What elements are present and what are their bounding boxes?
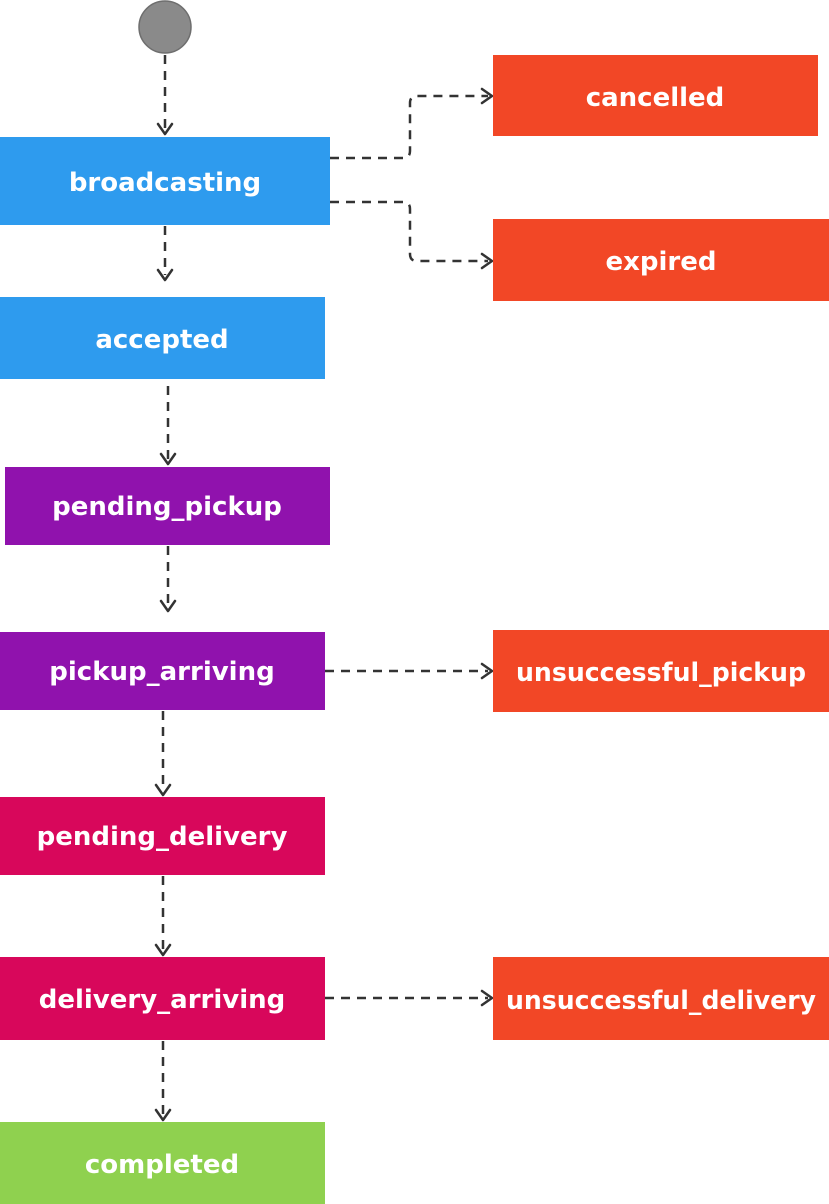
arrowhead	[480, 252, 494, 270]
state-label: delivery_arriving	[39, 985, 286, 1015]
state-cancelled[interactable]: cancelled	[493, 55, 818, 136]
state-label: unsuccessful_delivery	[506, 986, 816, 1016]
arrowhead	[159, 599, 177, 613]
arrowhead	[480, 87, 494, 105]
state-pickup-arriving[interactable]: pickup_arriving	[0, 632, 325, 710]
state-label: pending_pickup	[52, 492, 282, 522]
state-box	[0, 297, 325, 379]
state-box	[493, 55, 818, 136]
state-label: pending_delivery	[37, 822, 288, 852]
state-expired[interactable]: expired	[493, 219, 829, 301]
state-box	[0, 797, 325, 875]
arrowhead	[154, 1108, 172, 1122]
state-box	[0, 1122, 325, 1204]
state-pending-delivery[interactable]: pending_delivery	[0, 797, 325, 875]
state-box	[0, 137, 330, 225]
initial-state	[138, 0, 192, 54]
state-completed[interactable]: completed	[0, 1122, 325, 1204]
state-label: unsuccessful_pickup	[516, 658, 806, 688]
state-label: cancelled	[586, 83, 725, 113]
arrowhead	[154, 783, 172, 797]
state-box	[0, 632, 325, 710]
state-box	[0, 957, 325, 1040]
arrowhead	[154, 943, 172, 957]
state-unsuccessful-pickup[interactable]: unsuccessful_pickup	[493, 630, 829, 712]
arrowhead	[156, 268, 174, 282]
state-accepted[interactable]: accepted	[0, 297, 325, 379]
edges	[154, 55, 494, 1122]
state-label: pickup_arriving	[49, 657, 274, 687]
arrowhead	[159, 452, 177, 466]
state-label: expired	[606, 247, 717, 277]
arrowhead	[156, 122, 174, 136]
edge-broadcasting-cancelled	[330, 94, 488, 160]
state-box	[493, 957, 829, 1040]
state-box	[5, 467, 330, 545]
state-label: accepted	[95, 325, 228, 355]
state-label: broadcasting	[69, 168, 261, 198]
state-broadcasting[interactable]: broadcasting	[0, 137, 330, 225]
state-pending-pickup[interactable]: pending_pickup	[5, 467, 330, 545]
arrowhead	[480, 989, 494, 1007]
state-delivery-arriving[interactable]: delivery_arriving	[0, 957, 325, 1040]
edge-broadcasting-expired	[330, 200, 488, 263]
arrowhead	[480, 662, 494, 680]
state-label: completed	[85, 1150, 239, 1180]
state-box	[493, 630, 829, 712]
state-unsuccessful-delivery[interactable]: unsuccessful_delivery	[493, 957, 829, 1040]
state-box	[493, 219, 829, 301]
